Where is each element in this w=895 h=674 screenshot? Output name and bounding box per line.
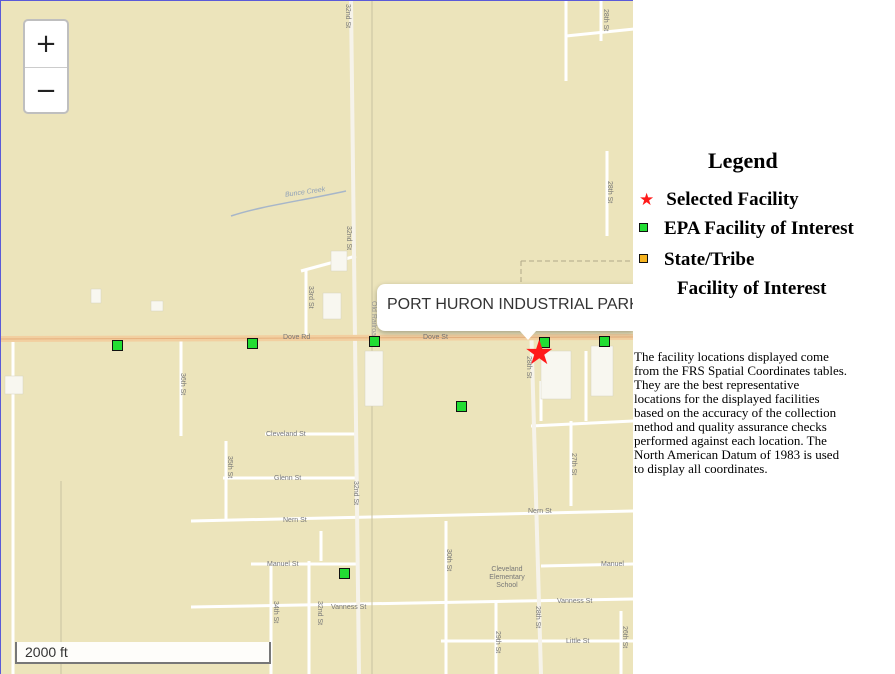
map-view[interactable]: Dove Rd Dove St Cleveland St Glenn St Ne… (0, 0, 633, 674)
zoom-in-button[interactable]: + (25, 21, 67, 68)
legend-item-state: State/Tribe (639, 249, 754, 271)
street-label: 34th St (272, 601, 279, 624)
street-label: 32nd St (316, 601, 323, 626)
scale-bar: 2000 ft (15, 642, 271, 664)
legend-note: The facility locations displayed come fr… (634, 349, 848, 476)
street-label: Manuel St (267, 561, 299, 568)
street-label: Vanness St (331, 604, 367, 611)
star-icon: ★ (639, 190, 655, 210)
legend-item-epa: EPA Facility of Interest (639, 218, 854, 240)
street-label: Manuel (601, 561, 624, 568)
street-label: Nern St (283, 517, 307, 524)
epa-facility-marker[interactable] (247, 338, 258, 349)
square-icon (639, 254, 648, 264)
legend-item-state-line2: Facility of Interest (677, 278, 827, 299)
legend-item-selected: ★Selected Facility (639, 189, 799, 210)
street-label: 32nd St (345, 226, 352, 251)
selected-facility-star-icon[interactable]: ★ (524, 333, 555, 373)
square-icon (639, 223, 648, 233)
street-label: 28th St (534, 606, 541, 629)
epa-facility-marker[interactable] (456, 401, 467, 412)
street-label: Dove Rd (283, 334, 311, 341)
zoom-control: + − (23, 19, 69, 114)
street-label: Little St (566, 638, 590, 645)
epa-facility-marker[interactable] (112, 340, 123, 351)
popup-tip (519, 330, 537, 340)
street-label: 35th St (226, 456, 233, 479)
school-label: Cleveland Elementary School (489, 566, 525, 589)
street-label: Glenn St (274, 475, 302, 482)
epa-facility-marker[interactable] (599, 336, 610, 347)
street-label: Cleveland St (266, 431, 306, 438)
street-label: 26th St (621, 626, 628, 649)
railroad-label: Old Railroad (370, 301, 377, 340)
street-label: 32nd St (352, 481, 359, 506)
street-label: Dove St (423, 334, 448, 341)
street-label: 32nd St (344, 4, 351, 29)
street-label: 33rd St (307, 286, 314, 309)
street-label: 30th St (445, 549, 452, 572)
street-label: 28th St (606, 181, 613, 204)
street-label: 29th St (494, 631, 501, 654)
zoom-out-button[interactable]: − (35, 76, 57, 106)
street-label: Nern St (528, 508, 552, 515)
legend-title: Legend (708, 148, 778, 173)
epa-facility-marker[interactable] (339, 568, 350, 579)
street-label: Vanness St (557, 598, 593, 605)
street-label: 36th St (179, 373, 186, 396)
epa-facility-marker[interactable] (539, 337, 550, 348)
epa-facility-marker[interactable] (369, 336, 380, 347)
street-label: 27th St (570, 453, 577, 476)
legend-panel: Legend ★Selected Facility EPA Facility o… (633, 0, 895, 674)
street-label: 28th St (602, 9, 609, 32)
facility-popup: PORT HURON INDUSTRIAL PARK (377, 284, 633, 331)
